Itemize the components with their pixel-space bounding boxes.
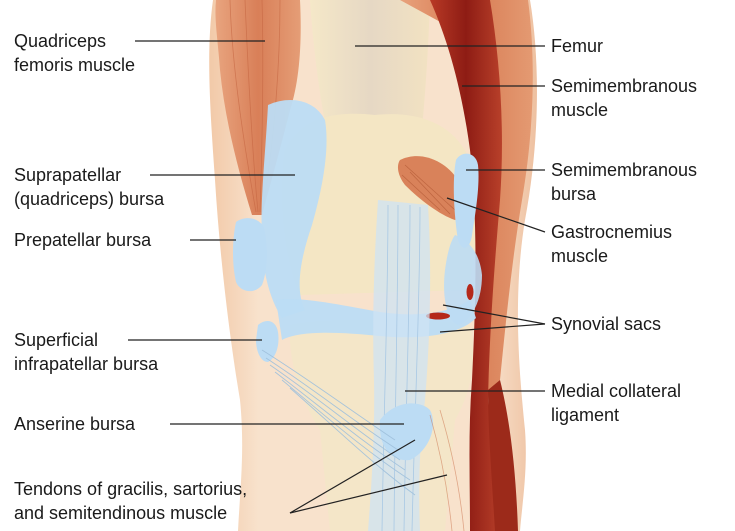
label-anserine: Anserine bursa (14, 412, 135, 436)
label-prepatellar-line1: Prepatellar bursa (14, 228, 151, 252)
synovial-red-dot-right (467, 284, 474, 300)
label-quadriceps-line1: Quadriceps (14, 29, 135, 53)
label-infrapatellar-line1: Superficial (14, 328, 158, 352)
label-femur-line1: Femur (551, 34, 603, 58)
label-quadriceps-line2: femoris muscle (14, 53, 135, 77)
label-semimembranous-muscle-line2: muscle (551, 98, 697, 122)
label-semimembranous-bursa-line1: Semimembranous (551, 158, 697, 182)
label-prepatellar: Prepatellar bursa (14, 228, 151, 252)
label-medial-collateral: Medial collateral ligament (551, 379, 681, 427)
label-synovial-sacs: Synovial sacs (551, 312, 661, 336)
label-semimembranous-muscle: Semimembranous muscle (551, 74, 697, 122)
label-semimembranous-muscle-line1: Semimembranous (551, 74, 697, 98)
label-quadriceps: Quadriceps femoris muscle (14, 29, 135, 77)
label-superficial-infrapatellar: Superficial infrapatellar bursa (14, 328, 158, 376)
label-suprapatellar: Suprapatellar (quadriceps) bursa (14, 163, 164, 211)
label-infrapatellar-line2: infrapatellar bursa (14, 352, 158, 376)
label-medial-collateral-line1: Medial collateral (551, 379, 681, 403)
label-suprapatellar-line2: (quadriceps) bursa (14, 187, 164, 211)
label-semimembranous-bursa: Semimembranous bursa (551, 158, 697, 206)
label-tendons-line2: and semitendinous muscle (14, 501, 247, 525)
label-gastrocnemius-line1: Gastrocnemius (551, 220, 672, 244)
label-anserine-line1: Anserine bursa (14, 412, 135, 436)
label-suprapatellar-line1: Suprapatellar (14, 163, 164, 187)
label-gastrocnemius: Gastrocnemius muscle (551, 220, 672, 268)
label-gastrocnemius-line2: muscle (551, 244, 672, 268)
label-medial-collateral-line2: ligament (551, 403, 681, 427)
label-tendons: Tendons of gracilis, sartorius, and semi… (14, 477, 247, 525)
label-semimembranous-bursa-line2: bursa (551, 182, 697, 206)
label-tendons-line1: Tendons of gracilis, sartorius, (14, 477, 247, 501)
prepatellar-bursa-shape (233, 218, 267, 291)
label-synovial-sacs-line1: Synovial sacs (551, 312, 661, 336)
label-femur: Femur (551, 34, 603, 58)
